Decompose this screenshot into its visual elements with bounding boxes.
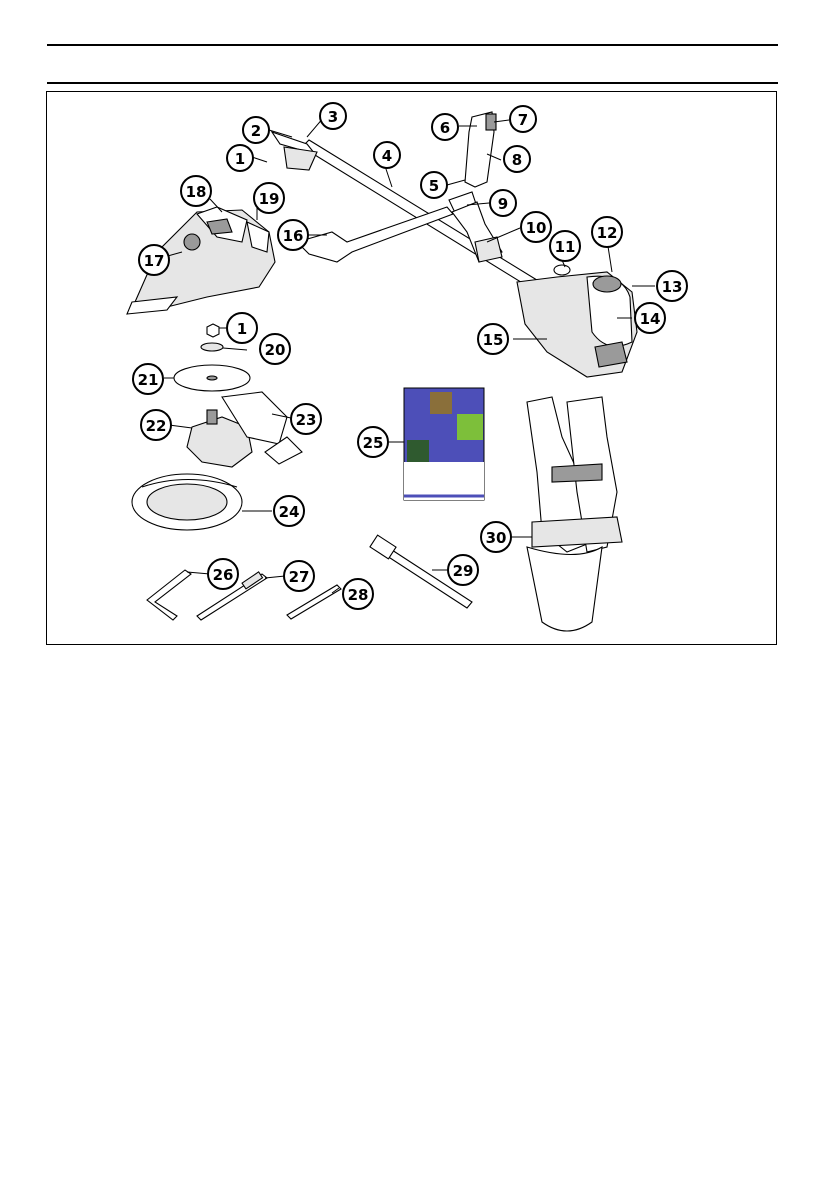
callout-20: 20	[259, 333, 291, 365]
parts-illustration: 1 2 3 4 5 6 7 8 9 10 11 12 13 14 15 16 1	[126, 102, 688, 632]
svg-text:21: 21	[138, 371, 159, 389]
blade-kit	[173, 323, 303, 468]
svg-text:12: 12	[597, 224, 618, 242]
callout-13: 13	[656, 270, 688, 302]
svg-text:13: 13	[662, 278, 683, 296]
svg-text:10: 10	[526, 219, 547, 237]
callout-24: 24	[273, 495, 305, 527]
callout-8: 8	[503, 145, 531, 173]
engine-closeup	[126, 206, 276, 315]
svg-text:22: 22	[146, 417, 167, 435]
callout-1-nut-blade: 1	[226, 312, 258, 344]
svg-text:6: 6	[440, 119, 450, 137]
callout-29: 29	[447, 554, 479, 586]
svg-text:18: 18	[186, 183, 207, 201]
svg-text:4: 4	[382, 147, 392, 165]
svg-text:15: 15	[483, 331, 504, 349]
callout-5: 5	[420, 171, 448, 199]
svg-text:9: 9	[498, 195, 508, 213]
svg-text:3: 3	[328, 108, 338, 126]
callout-25: 25	[357, 426, 389, 458]
svg-text:14: 14	[640, 310, 661, 328]
svg-text:2: 2	[251, 122, 261, 140]
callout-17: 17	[138, 244, 170, 276]
callout-12: 12	[591, 216, 623, 248]
svg-text:11: 11	[555, 238, 576, 256]
svg-text:30: 30	[486, 529, 507, 547]
callout-9: 9	[489, 189, 517, 217]
svg-text:25: 25	[363, 434, 384, 452]
svg-text:19: 19	[259, 190, 280, 208]
svg-text:27: 27	[289, 568, 310, 586]
header-rule-bottom	[47, 82, 778, 84]
harness	[526, 396, 623, 632]
callout-6: 6	[431, 113, 459, 141]
callout-3: 3	[319, 102, 347, 130]
callout-14: 14	[634, 302, 666, 334]
parts-figure: 1 2 3 4 5 6 7 8 9 10 11 12 13 14 15 16 1	[46, 91, 777, 645]
callout-16: 16	[277, 219, 309, 251]
callout-23: 23	[290, 403, 322, 435]
operators-manual	[403, 387, 485, 501]
svg-text:23: 23	[296, 411, 317, 429]
tools	[146, 534, 473, 621]
callout-19: 19	[253, 182, 285, 214]
svg-text:1: 1	[235, 150, 245, 168]
callout-21: 21	[132, 363, 164, 395]
svg-text:1: 1	[237, 320, 247, 338]
svg-text:17: 17	[144, 252, 165, 270]
callout-1-nut: 1	[226, 144, 254, 172]
callout-11: 11	[549, 230, 581, 262]
svg-text:16: 16	[283, 227, 304, 245]
callout-26: 26	[207, 558, 239, 590]
svg-text:28: 28	[348, 586, 369, 604]
svg-text:29: 29	[453, 562, 474, 580]
trimmer-guard	[131, 473, 243, 531]
callout-7: 7	[509, 105, 537, 133]
callout-2: 2	[242, 116, 270, 144]
svg-text:5: 5	[429, 177, 439, 195]
callout-30: 30	[480, 521, 512, 553]
callout-28: 28	[342, 578, 374, 610]
callout-15: 15	[477, 323, 509, 355]
callout-22: 22	[140, 409, 172, 441]
callout-27: 27	[283, 560, 315, 592]
callout-10: 10	[520, 211, 552, 243]
svg-text:20: 20	[265, 341, 286, 359]
shaft-assembly	[270, 111, 638, 378]
svg-text:26: 26	[213, 566, 234, 584]
header-rule-top	[47, 44, 778, 46]
callout-4: 4	[373, 141, 401, 169]
callout-18: 18	[180, 175, 212, 207]
svg-text:24: 24	[279, 503, 300, 521]
svg-text:7: 7	[518, 111, 528, 129]
svg-text:8: 8	[512, 151, 522, 169]
